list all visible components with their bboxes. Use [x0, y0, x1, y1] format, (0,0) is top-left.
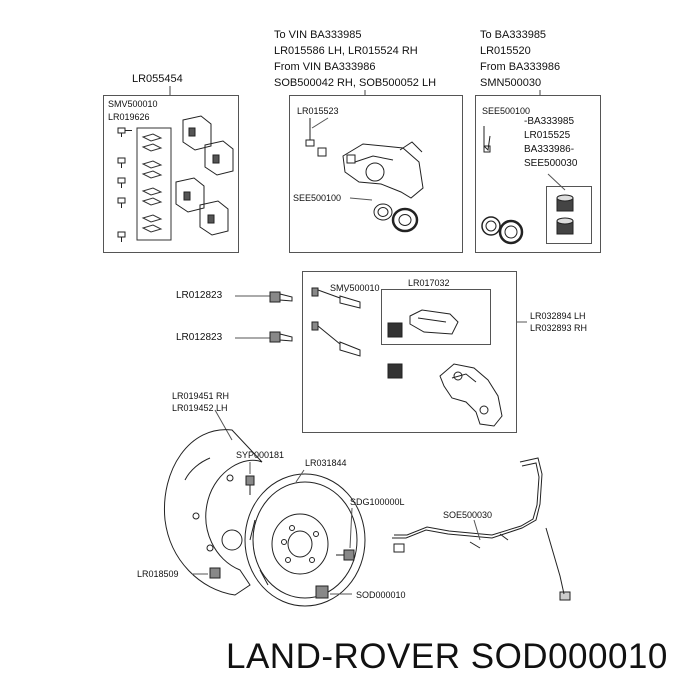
brake-disc-icon: [244, 473, 366, 607]
clip-group-frame: [136, 127, 172, 241]
caliper-seal-label: SEE500100: [293, 193, 342, 203]
guide-bolt-label: SMV500010: [330, 283, 380, 293]
caliper-header-line-4: SOB500042 RH, SOB500052 LH: [274, 77, 437, 89]
repair-header-line-2: LR015520: [480, 45, 531, 57]
repair-kit-box: [475, 95, 601, 253]
lower-bolt-label: LR018509: [137, 569, 179, 579]
wear-sensor-icon: [392, 457, 571, 601]
bleed-screw-icon: [305, 118, 327, 157]
repair-note-1: -BA333985: [524, 116, 575, 127]
repair-header-line-4: SMN500030: [480, 77, 542, 89]
repair-header-line-1: To BA333985: [480, 29, 547, 41]
carrier-bracket-icon: [439, 363, 503, 427]
carrier-bolt-lower-label: LR012823: [176, 332, 223, 343]
pad-clip-label: LR019626: [108, 112, 150, 122]
carrier-bolt-upper-label: LR012823: [176, 290, 223, 301]
guide-bolt-icons: [311, 287, 361, 357]
repair-seal-label: SEE500100: [482, 106, 531, 116]
screw-label: SYP000181: [236, 450, 285, 460]
lower-bolt-icon: [209, 567, 221, 579]
caliper-body-icon: [342, 141, 424, 199]
clip-icons: [141, 133, 163, 233]
pad-bolt-icons: [117, 127, 132, 242]
anti-rattle-clip-icon: [409, 309, 459, 335]
carrier-rh-label: LR032893 RH: [530, 323, 588, 333]
caliper-header-line-3: From VIN BA333986: [274, 61, 376, 73]
repair-note-4: SEE500030: [524, 158, 578, 169]
shield-lh-label: LR019452 LH: [172, 403, 228, 413]
shield-rh-label: LR019451 RH: [172, 391, 230, 401]
dust-shield-icon: [163, 429, 263, 596]
brand-text: LAND-ROVER: [226, 637, 461, 676]
repair-inner-box: [546, 186, 592, 244]
pin-boot-icons: [387, 322, 403, 379]
carrier-lh-label: LR032894 LH: [530, 311, 586, 321]
pin-kit-inner-box: [381, 289, 491, 345]
nut-icon: [315, 585, 329, 599]
caliper-header-line-1: To VIN BA333985: [274, 29, 362, 41]
repair-note-2: LR015525: [524, 130, 571, 141]
bleed-screw-label: LR015523: [297, 106, 339, 116]
part-text: SOD000010: [470, 637, 668, 676]
repair-boot-icons: [556, 194, 574, 235]
disc-label: LR031844: [305, 458, 347, 468]
pin-kit-label: LR017032: [408, 278, 450, 288]
repair-header-line-3: From BA333986: [480, 61, 561, 73]
repair-seal-icons: [481, 216, 524, 245]
disc-bolt-label: SDG100000L: [350, 497, 405, 507]
part-number-footer: LAND-ROVER SOD000010: [226, 636, 668, 678]
disc-bolt-icon: [336, 549, 355, 561]
nut-label: SOD000010: [356, 590, 406, 600]
caliper-header-line-2: LR015586 LH, LR015524 RH: [274, 45, 418, 57]
carrier-box: [302, 271, 517, 433]
screw-icon: [245, 475, 255, 495]
carrier-bolt-lower-icon: [269, 331, 293, 343]
brake-pad-icons: [175, 115, 234, 236]
sensor-label: SOE500030: [443, 510, 493, 520]
caliper-seal-icons: [373, 203, 419, 233]
repair-screw-icon: [483, 126, 491, 153]
pad-kit-box: [103, 95, 239, 253]
pad-kit-header: LR055454: [132, 73, 183, 85]
pad-bolt-label: SMV500010: [108, 99, 158, 109]
caliper-box: [289, 95, 463, 253]
carrier-bolt-upper-icon: [269, 291, 293, 303]
repair-note-3: BA333986-: [524, 144, 575, 155]
